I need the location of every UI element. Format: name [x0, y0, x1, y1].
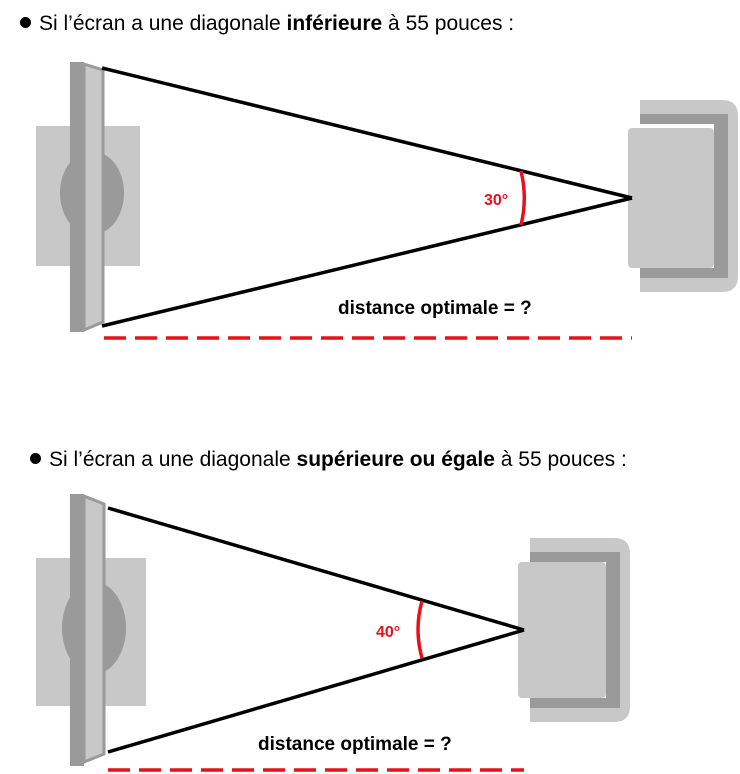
diagram-scenario-2: 40° distance optimale = ? [36, 493, 630, 772]
sofa-icon [628, 100, 738, 292]
distance-label: distance optimale = ? [258, 734, 452, 755]
view-line-bottom [101, 196, 633, 328]
heading-text-post: à 55 pouces : [382, 12, 515, 35]
heading-text-pre: Si l’écran a une diagonale [49, 448, 297, 471]
heading-text-bold: inférieure [286, 12, 383, 35]
view-line-top [101, 66, 633, 200]
view-line-bottom [107, 628, 525, 754]
angle-label: 30° [484, 192, 508, 209]
tv-screen-icon [70, 61, 105, 333]
angle-label: 40° [376, 624, 400, 641]
sofa-icon [518, 538, 630, 722]
heading-text-pre: Si l’écran a une diagonale [39, 12, 287, 35]
bullet-icon [20, 17, 31, 28]
angle-arc [519, 170, 526, 226]
distance-label: distance optimale = ? [338, 298, 532, 319]
heading-text-bold: supérieure ou égale [296, 448, 495, 471]
tv-screen-icon [70, 493, 106, 766]
heading-text-post: à 55 pouces : [494, 448, 627, 471]
heading-scenario-2: Si l’écran a une diagonale supérieure ou… [30, 448, 627, 472]
bullet-icon [30, 453, 41, 464]
heading-scenario-1: Si l’écran a une diagonale inférieure à … [20, 12, 514, 36]
angle-arc [416, 600, 424, 659]
view-line-top [107, 506, 525, 632]
diagram-scenario-1: 30° distance optimale = ? [36, 61, 738, 340]
